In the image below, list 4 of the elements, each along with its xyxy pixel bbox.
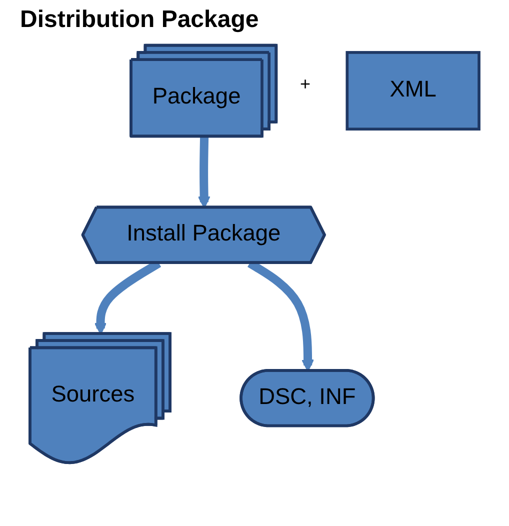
node-box: XML [346, 51, 480, 131]
diagram-title: Distribution Package [20, 6, 260, 34]
plus-sign: + [300, 74, 311, 94]
arrow [198, 136, 210, 208]
